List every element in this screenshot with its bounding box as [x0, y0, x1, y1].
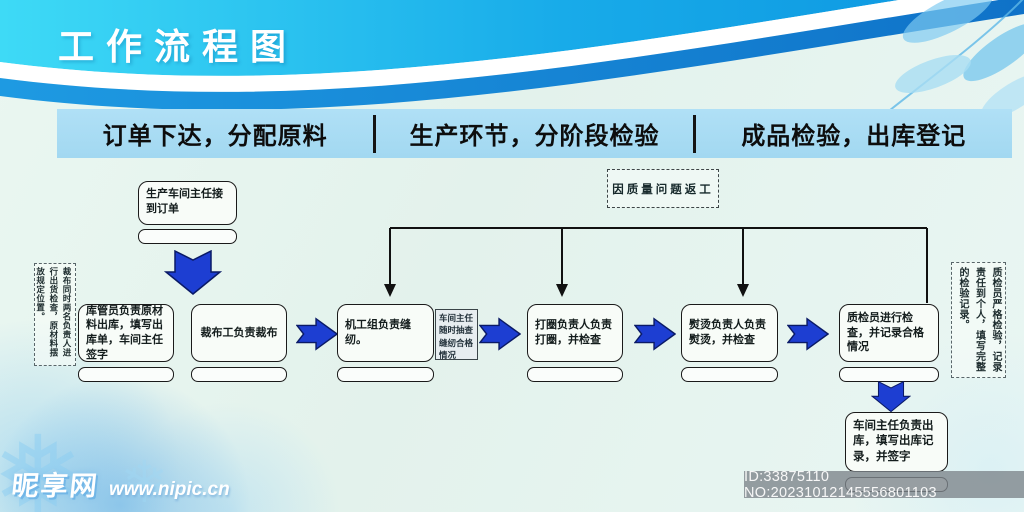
- watermark-url: www.nipic.cn: [109, 479, 230, 500]
- sewing-spot-check-note: 车间主任随时抽查缝纫合格情况: [435, 309, 478, 360]
- rework-box: 因质量问题返工: [607, 169, 719, 208]
- flow-arrow-right: [634, 317, 676, 351]
- shadow-box: [681, 367, 778, 382]
- step-box-warehouse: 库管员负责原材料出库，填写出库单，车间主任签字: [78, 304, 174, 362]
- step-box-looping: 打圈负责人负责打圈，并检查: [527, 304, 623, 362]
- shadow-box: [191, 367, 287, 382]
- section-label-production: 生产环节，分阶段检验: [409, 123, 660, 150]
- flow-arrow-right: [787, 317, 829, 351]
- section-divider: [373, 114, 377, 153]
- leaf-decoration: [882, 0, 1024, 115]
- step-box-cutting: 裁布工负责裁布: [191, 304, 287, 362]
- shadow-box: [138, 229, 237, 244]
- shadow-box: [839, 367, 939, 382]
- shadow-box: [527, 367, 623, 382]
- snowflake-decoration: ❅: [0, 415, 85, 512]
- flow-arrow-right: [479, 317, 521, 351]
- step-box-quality-check: 质检员进行检查，并记录合格情况: [839, 304, 939, 362]
- right-note: 质检员严格检验，记录责任到个人，填写完整的检验记录。: [951, 262, 1006, 378]
- snowflake-decoration: ❄: [120, 450, 169, 512]
- flow-arrow-right: [296, 317, 338, 351]
- end-box: 车间主任负责出库，填写出库记录，并签字: [845, 412, 948, 472]
- flow-arrow-down-large: [164, 250, 222, 295]
- watermark: 昵享网 www.nipic.cn: [10, 464, 230, 503]
- step-box-ironing: 熨烫负责人负责熨烫，并检查: [681, 304, 778, 362]
- left-note: 裁布同时两名负责人进行出货检查，原材料摆放规定位置。: [34, 263, 76, 366]
- section-bar: 订单下达，分配原料 生产环节，分阶段检验 成品检验，出库登记: [57, 109, 1012, 158]
- section-divider: [692, 114, 696, 153]
- shadow-box: [337, 367, 434, 382]
- start-box: 生产车间主任接到订单: [138, 181, 237, 225]
- footer-id-badge: ID:33875110 NO:20231012145556801103: [744, 469, 1024, 501]
- flow-arrow-down-small: [871, 381, 911, 413]
- header-wave: [0, 0, 1024, 115]
- watermark-logo: 昵享网: [10, 471, 101, 501]
- page-title: 工作流程图: [58, 26, 299, 67]
- section-label-inspection: 成品检验，出库登记: [741, 123, 967, 150]
- section-label-order: 订单下达，分配原料: [102, 123, 328, 150]
- shadow-box: [78, 367, 174, 382]
- step-box-sewing: 机工组负责缝纫。: [337, 304, 434, 362]
